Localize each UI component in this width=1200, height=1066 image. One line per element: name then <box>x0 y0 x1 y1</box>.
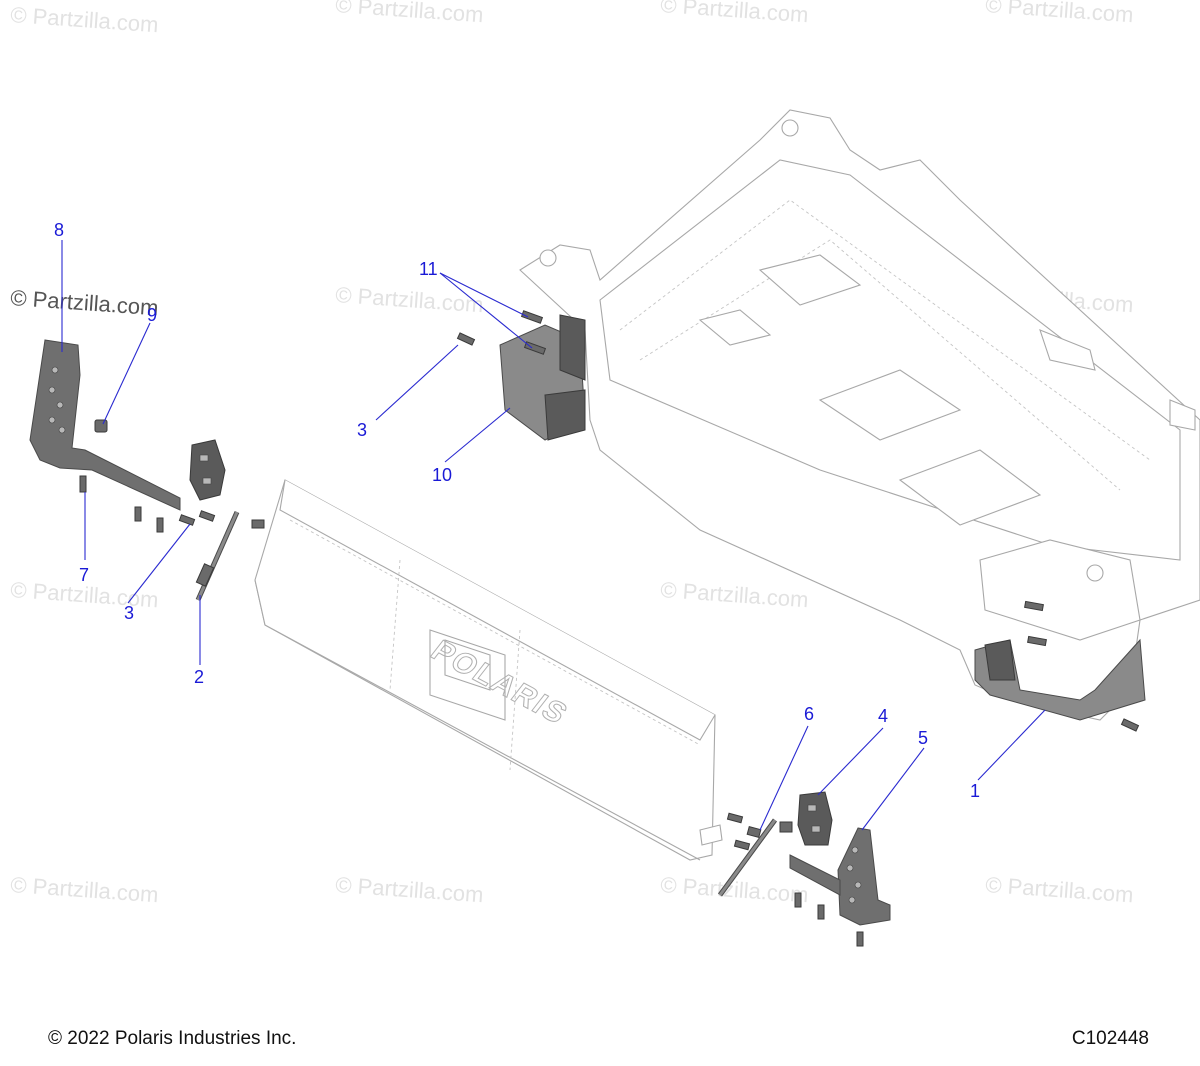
callout-2: 2 <box>194 667 204 687</box>
leader-11a <box>439 272 529 318</box>
callout-3-frame: 3 <box>357 420 367 440</box>
bracket-left-frame <box>456 310 586 441</box>
watermark-prominent: © Partzilla.com <box>10 285 160 320</box>
callout-1: 1 <box>970 781 980 801</box>
leader-9 <box>102 322 151 425</box>
bracket-right-frame <box>974 600 1146 732</box>
watermark: © Partzilla.com <box>10 872 160 907</box>
watermark: © Partzilla.com <box>10 2 160 37</box>
watermark: © Partzilla.com <box>335 872 485 907</box>
leader-lines <box>61 240 1046 831</box>
watermark: © Partzilla.com <box>985 0 1135 27</box>
callout-4: 4 <box>878 706 888 726</box>
copyright-notice: © 2022 Polaris Industries Inc. <box>48 1028 297 1049</box>
leader-6 <box>759 725 809 831</box>
right-hardware <box>717 812 864 947</box>
watermark: © Partzilla.com <box>335 0 485 27</box>
leader-3a <box>127 523 191 604</box>
cargo-box-frame <box>519 109 1200 721</box>
callout-6: 6 <box>804 704 814 724</box>
leader-3b <box>375 344 459 421</box>
callout-3-left: 3 <box>124 603 134 623</box>
gas-strut-left <box>195 510 240 602</box>
watermark: © Partzilla.com <box>985 872 1135 907</box>
diagram-code: C102448 <box>1071 1028 1149 1049</box>
leader-10 <box>444 407 511 463</box>
callout-9: 9 <box>147 305 157 325</box>
leader-4 <box>817 727 884 796</box>
watermark: © Partzilla.com <box>660 577 810 612</box>
callout-7: 7 <box>79 565 89 585</box>
left-hardware <box>79 419 265 533</box>
callout-11: 11 <box>419 259 438 279</box>
latch-bracket-left <box>29 339 181 511</box>
leader-5 <box>861 747 925 831</box>
latch-bracket-right <box>789 791 891 926</box>
watermark: © Partzilla.com <box>335 282 485 317</box>
watermark: © Partzilla.com <box>660 0 810 27</box>
tailgate: POLARIS <box>254 479 723 861</box>
callout-8: 8 <box>54 220 64 240</box>
callout-5: 5 <box>918 728 928 748</box>
callouts: 8 9 7 3 2 11 3 10 6 4 5 1 <box>54 220 980 801</box>
leader-1 <box>977 709 1046 781</box>
callout-10: 10 <box>432 465 452 485</box>
leader-11b <box>439 272 533 349</box>
